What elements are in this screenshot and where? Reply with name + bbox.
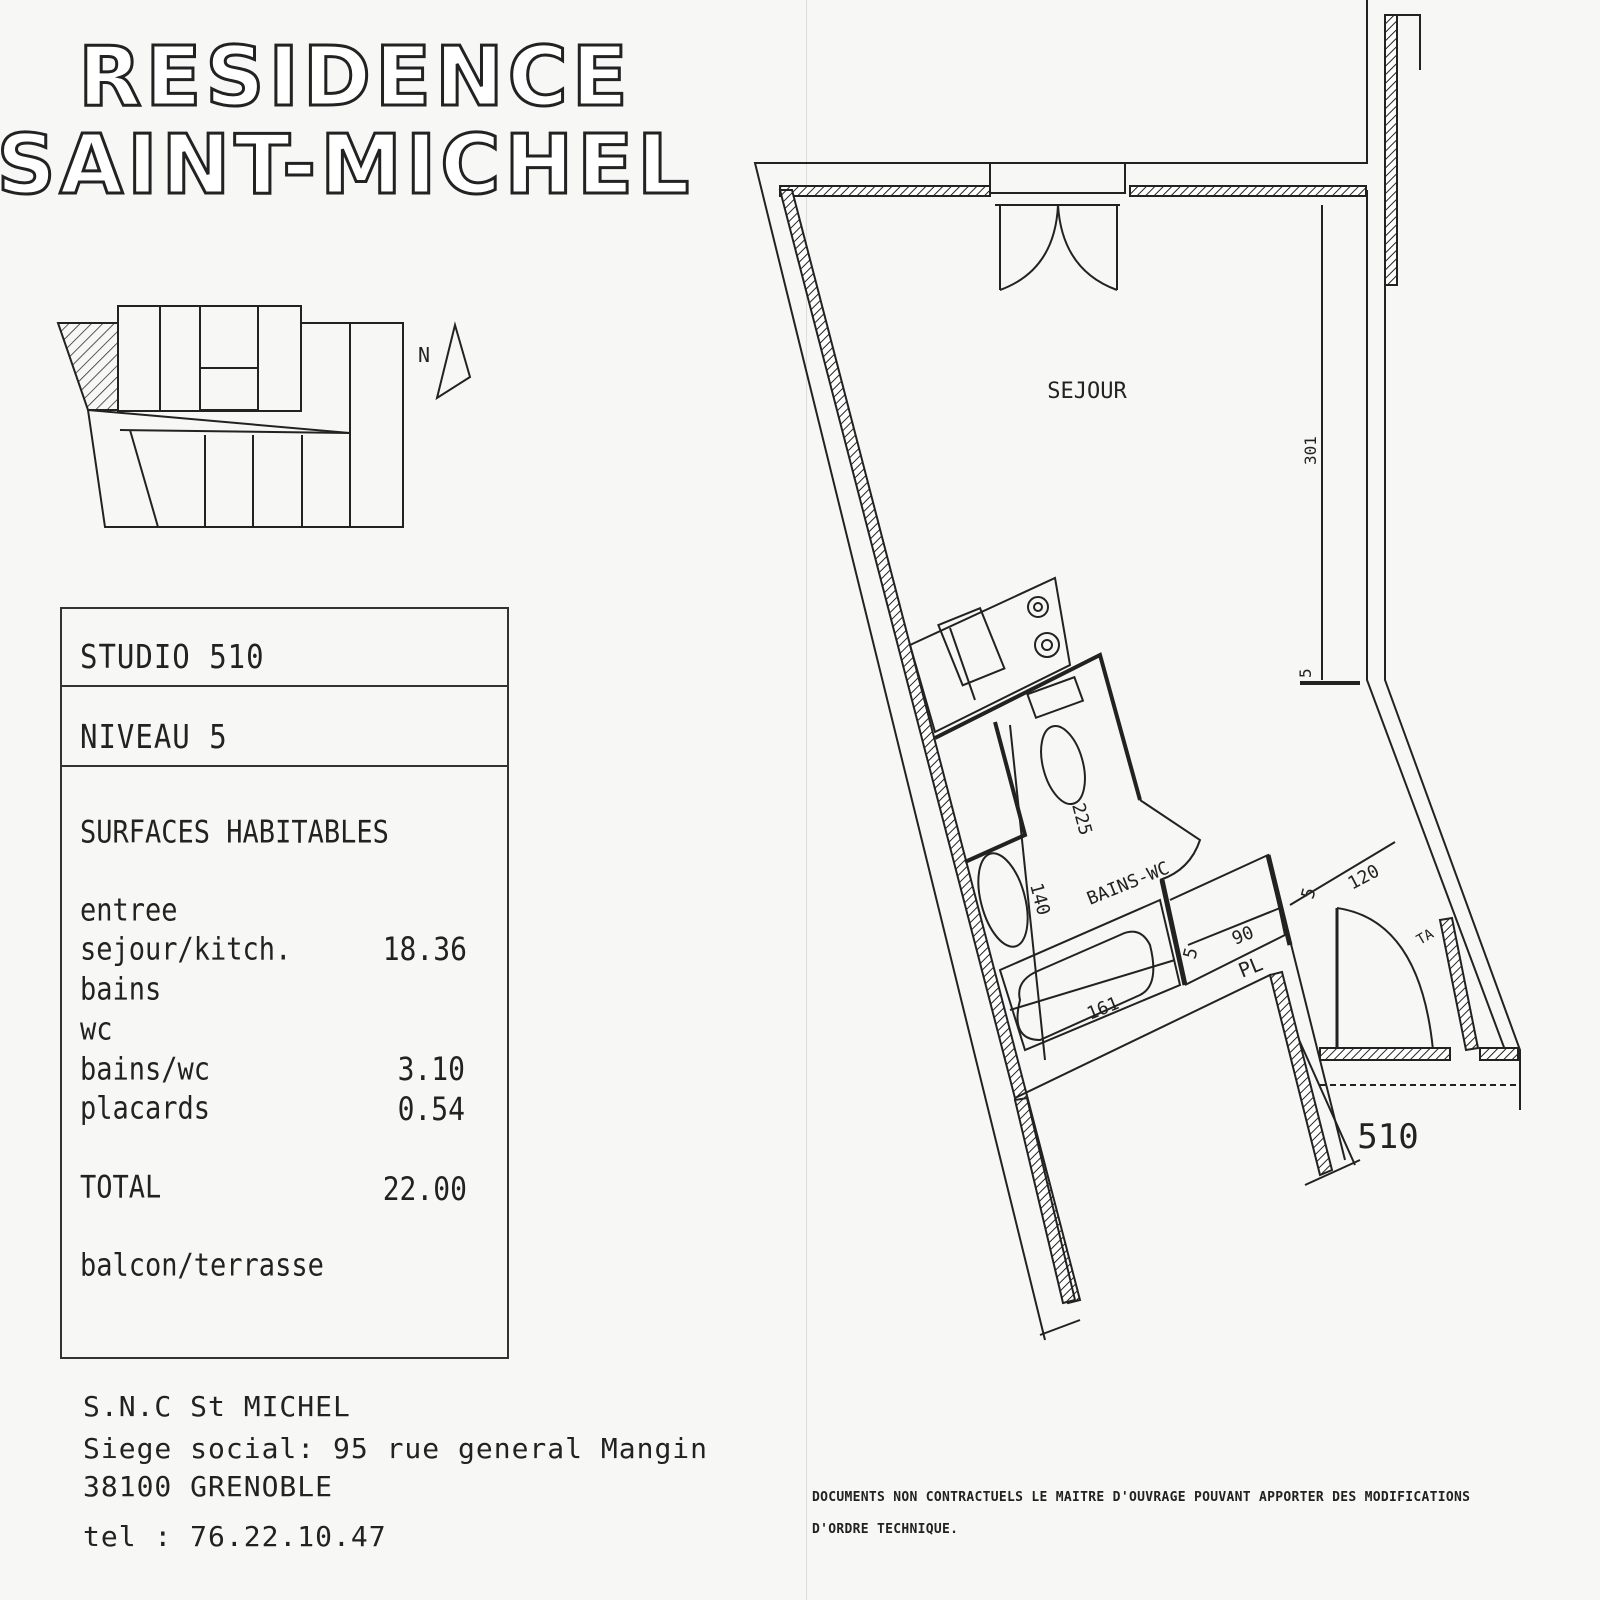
dimension-301: 301 <box>1301 436 1320 465</box>
disclaimer-line-2: D'ORDRE TECHNIQUE. <box>812 1522 959 1537</box>
dimension-161: 161 <box>1084 993 1122 1025</box>
dimension-5-right: 5 <box>1298 885 1321 901</box>
dimension-120: 120 <box>1344 861 1383 895</box>
dimension-225: 225 <box>1067 801 1096 838</box>
company-address: Siege social: 95 rue general Mangin <box>83 1432 709 1465</box>
unit-number: 510 <box>1357 1117 1418 1157</box>
row-label: bains <box>80 972 162 1008</box>
company-name: S.N.C St MICHEL <box>83 1390 351 1423</box>
north-label: N <box>418 343 430 367</box>
divider <box>60 685 507 687</box>
balcony-label: balcon/terrasse <box>80 1248 324 1284</box>
company-city: 38100 GRENOBLE <box>83 1470 334 1503</box>
title-line-1: RESIDENCE <box>78 30 632 125</box>
dimension-5: 5 <box>1296 668 1315 678</box>
company-phone: tel : 76.22.10.47 <box>83 1520 387 1553</box>
row-label: sejour/kitch. <box>80 932 292 968</box>
row-label: wc <box>80 1012 113 1048</box>
fold-line <box>806 0 807 1600</box>
disclaimer-line-1: DOCUMENTS NON CONTRACTUELS LE MAITRE D'O… <box>812 1490 1471 1505</box>
level-label: NIVEAU 5 <box>80 717 228 757</box>
row-label: entree <box>80 893 178 929</box>
divider <box>60 765 507 767</box>
site-plan: N <box>56 305 472 528</box>
closet-label: PL <box>1235 951 1266 982</box>
total-value: 22.00 <box>382 1170 467 1208</box>
room-bains-wc-label: BAINS-WC <box>1084 858 1172 910</box>
total-label: TOTAL <box>80 1170 162 1206</box>
row-label: placards <box>80 1091 211 1127</box>
row-value: 3.10 <box>397 1050 465 1088</box>
section-title: SURFACES HABITABLES <box>80 815 389 851</box>
dimension-5-left: 5 <box>1180 945 1203 961</box>
title-line-2: SAINT-MICHEL <box>0 118 693 210</box>
room-sejour-label: SEJOUR <box>1047 379 1127 404</box>
door-ta-label: TA <box>1414 926 1437 949</box>
unit-label: STUDIO 510 <box>80 637 265 677</box>
row-value: 18.36 <box>382 930 467 968</box>
residence-title: RESIDENCE SAINT-MICHEL <box>0 29 693 211</box>
surface-table <box>60 607 509 1359</box>
row-value: 0.54 <box>397 1090 465 1128</box>
row-label: bains/wc <box>80 1052 211 1088</box>
